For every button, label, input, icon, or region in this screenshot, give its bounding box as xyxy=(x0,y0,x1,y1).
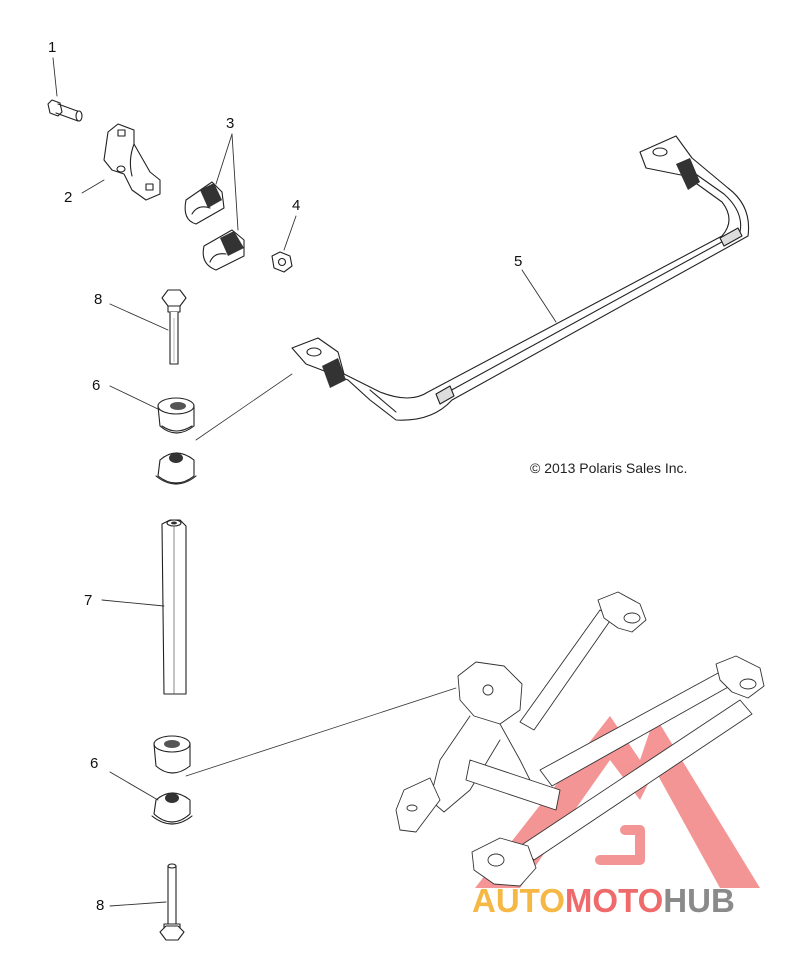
leader-line-7 xyxy=(101,599,165,607)
leader-line-5 xyxy=(521,269,557,323)
part-6-grommet-bottom-lower xyxy=(151,792,193,825)
copyright-notice: © 2013 Polaris Sales Inc. xyxy=(530,460,688,476)
callout-8-bottom: 8 xyxy=(96,897,105,914)
part-5-stabilizer-bar xyxy=(291,135,750,421)
callout-6-bottom: 6 xyxy=(90,755,99,772)
leader-line-3a xyxy=(215,133,233,185)
callout-7: 7 xyxy=(84,592,93,609)
watermark-wordmark: AUTOMOTOHUB xyxy=(472,884,735,917)
part-6-grommet-top-lower xyxy=(155,452,197,485)
assembly-line-top xyxy=(195,373,293,441)
leader-line-6b xyxy=(109,771,159,801)
part-7-link-sleeve xyxy=(161,519,187,695)
watermark-hub: HUB xyxy=(663,882,735,919)
a-arm-assembly xyxy=(395,591,765,887)
part-6-grommet-top xyxy=(157,397,195,434)
watermark-auto: AUTO xyxy=(472,882,565,919)
part-8-bolt-bottom xyxy=(159,863,185,941)
leader-line-8b xyxy=(109,901,167,907)
part-2-clamp xyxy=(103,123,161,201)
callout-4: 4 xyxy=(292,197,301,214)
leader-line-3b xyxy=(231,133,239,231)
leader-line-4 xyxy=(283,215,297,251)
leader-line-8a xyxy=(109,303,169,331)
assembly-line-bottom xyxy=(185,687,457,777)
callout-8-top: 8 xyxy=(94,291,103,308)
callout-2: 2 xyxy=(64,189,73,206)
part-4-nut xyxy=(271,251,293,273)
callout-5: 5 xyxy=(514,253,523,270)
part-3-bushings xyxy=(184,181,245,271)
watermark-moto: MOTO xyxy=(564,882,664,919)
leader-line-6a xyxy=(109,385,161,411)
part-6-grommet-bottom-upper xyxy=(153,735,191,774)
callout-3: 3 xyxy=(226,115,235,132)
leader-line-2 xyxy=(81,179,105,194)
part-1-bolt xyxy=(47,99,83,122)
callout-1: 1 xyxy=(48,39,57,56)
part-8-bolt-top xyxy=(161,289,187,365)
callout-6-top: 6 xyxy=(92,377,101,394)
leader-line-1 xyxy=(52,57,58,97)
